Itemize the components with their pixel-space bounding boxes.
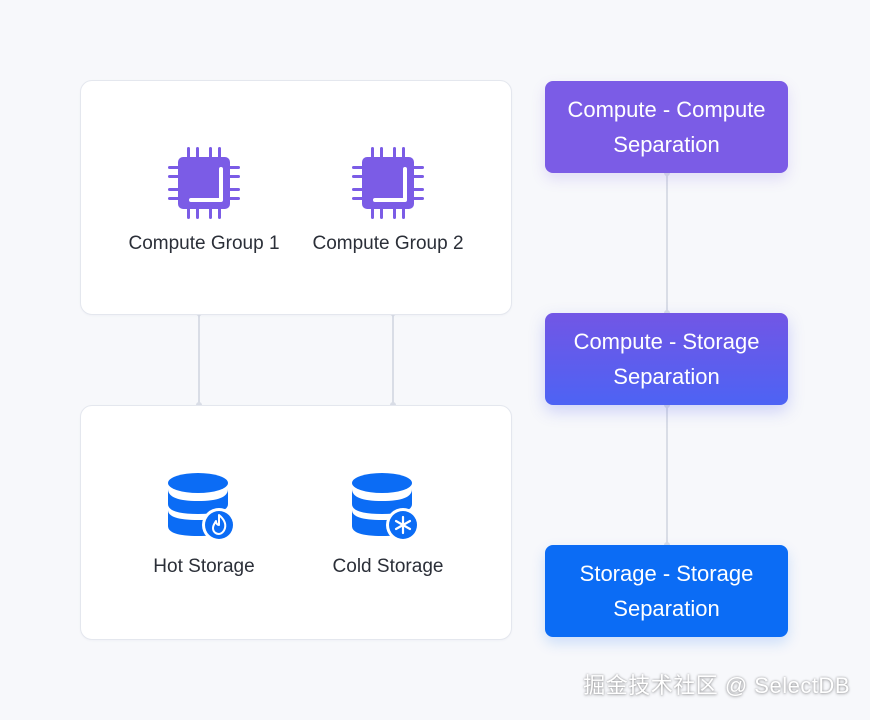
separation-subtitle: Separation	[613, 364, 720, 389]
separation-subtitle: Separation	[613, 132, 720, 157]
database-snowflake-icon	[352, 473, 420, 542]
cpu-icon	[168, 147, 240, 219]
connector-cc-to-cs	[666, 173, 668, 313]
compute-group-1: Compute Group 1	[114, 143, 294, 255]
compute-groups-card: Compute Group 1 Compute Group 2	[80, 80, 512, 315]
hot-storage: Hot Storage	[114, 470, 294, 578]
database-fire-icon	[168, 473, 236, 542]
connector-dot	[664, 170, 670, 176]
connector-cs-to-ss	[666, 405, 668, 545]
separation-title: Compute - Storage	[573, 329, 760, 354]
separation-title: Storage - Storage	[579, 561, 754, 586]
watermark: 掘金技术社区 @ SelectDB	[583, 673, 850, 698]
storage-label: Cold Storage	[332, 556, 444, 577]
connector-group1-to-storage	[198, 313, 200, 405]
cpu-icon	[352, 147, 424, 219]
compute-compute-separation-box: Compute - Compute Separation	[545, 81, 788, 173]
separation-subtitle: Separation	[613, 596, 720, 621]
compute-storage-separation-box: Compute - Storage Separation	[545, 313, 788, 405]
compute-group-2: Compute Group 2	[298, 143, 478, 255]
compute-group-label: Compute Group 1	[128, 233, 280, 254]
connector-group2-to-storage	[392, 313, 394, 405]
storage-label: Hot Storage	[153, 556, 255, 577]
separation-title: Compute - Compute	[567, 97, 766, 122]
compute-group-label: Compute Group 2	[312, 233, 464, 254]
cold-storage: Cold Storage	[298, 470, 478, 578]
connector-dot	[664, 402, 670, 408]
storage-tiers-card: Hot Storage Cold Storage	[80, 405, 512, 640]
storage-storage-separation-box: Storage - Storage Separation	[545, 545, 788, 637]
